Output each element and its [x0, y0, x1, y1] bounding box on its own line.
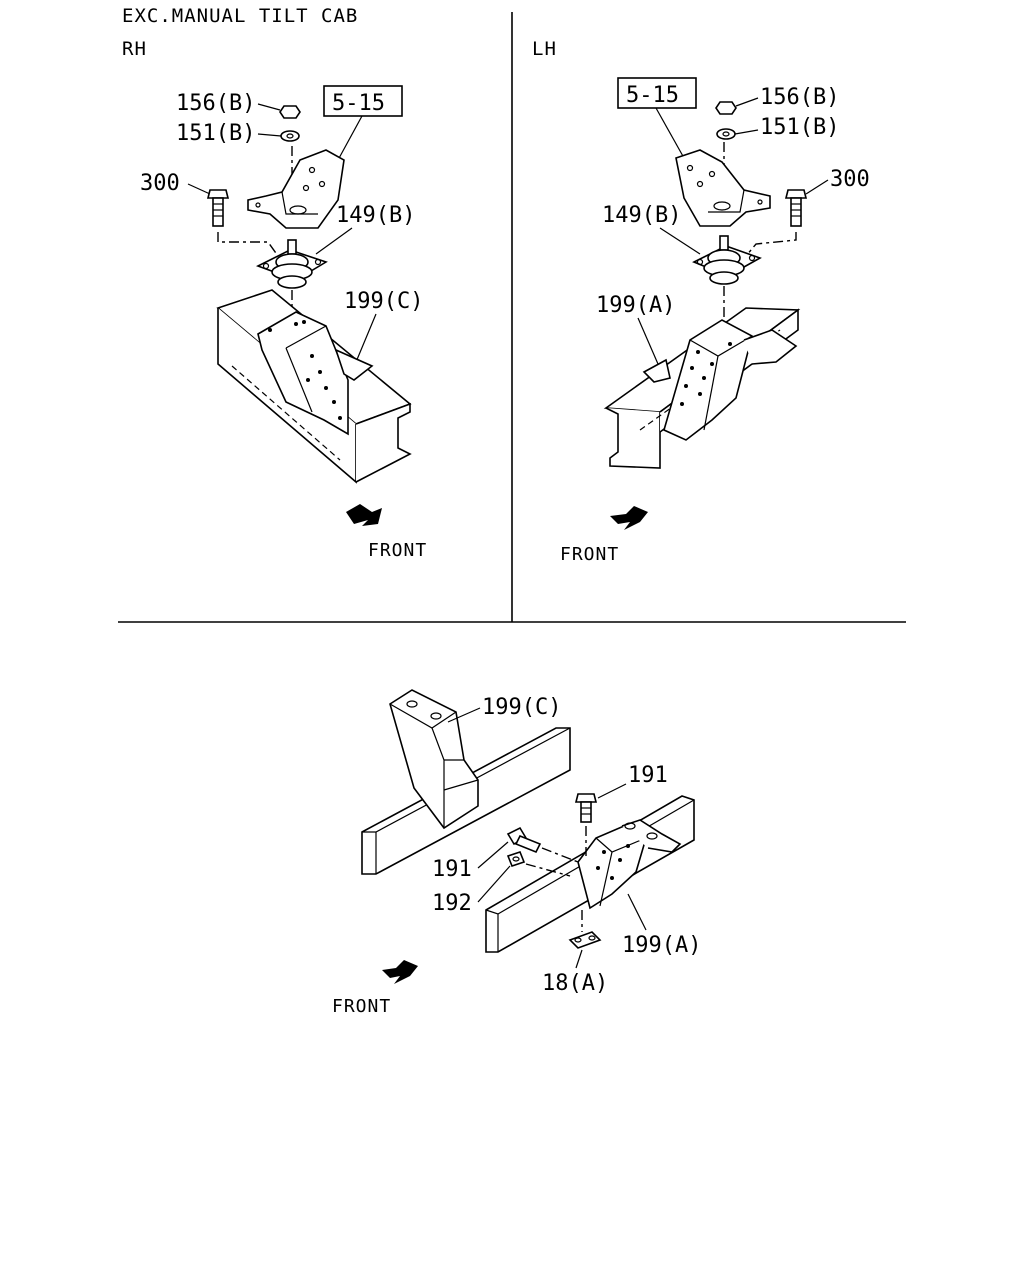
rh-front-arrow-icon — [346, 504, 382, 526]
bottom-assembly: 199(C) 199(A) 191 191 192 — [332, 689, 701, 1017]
lh-front-arrow-icon — [610, 506, 648, 530]
lh-ref-box-label: 5-15 — [626, 83, 679, 108]
lh-bolt-label: 300 — [830, 167, 870, 192]
rh-mount-label: 149(B) — [336, 203, 415, 228]
bottom-left-nut-icon[interactable] — [506, 851, 526, 867]
bottom-front-arrow-icon — [382, 960, 418, 984]
rh-nut-label: 156(B) — [176, 91, 255, 116]
rh-bolt-icon[interactable] — [206, 189, 230, 199]
rh-assembly: 5-15 156(B) 151(B) 300 149(B) — [140, 85, 427, 561]
rh-bracket-label: 199(C) — [344, 289, 423, 314]
diagram-title: EXC.MANUAL TILT CAB — [122, 5, 358, 27]
lh-upper-bracket[interactable] — [675, 149, 771, 227]
rh-washer-label: 151(B) — [176, 121, 255, 146]
lh-front-label: FRONT — [560, 544, 619, 565]
lh-label: LH — [532, 38, 557, 60]
rh-ref-box-label: 5-15 — [332, 91, 385, 116]
rh-label: RH — [122, 38, 147, 60]
rh-front-label: FRONT — [368, 540, 427, 561]
bottom-bracket-a[interactable] — [577, 825, 647, 910]
rh-upper-bracket[interactable] — [247, 149, 345, 229]
bottom-top-bolt-label: 191 — [628, 763, 668, 788]
rh-nut-icon[interactable] — [279, 105, 301, 119]
rh-bolt-label: 300 — [140, 171, 180, 196]
bottom-front-label: FRONT — [332, 996, 391, 1017]
bottom-bracket-a-label: 199(A) — [622, 933, 701, 958]
bottom-left-nut-label: 192 — [432, 891, 472, 916]
rh-washer-icon[interactable] — [280, 130, 300, 142]
lh-bolt-icon[interactable] — [784, 189, 808, 199]
bottom-bracket-c[interactable] — [389, 689, 479, 830]
lh-nut-label: 156(B) — [760, 85, 839, 110]
lh-bracket-label: 199(A) — [596, 293, 675, 318]
bottom-top-bolt-icon[interactable] — [574, 793, 598, 803]
lh-ref-box[interactable] — [617, 77, 697, 109]
lh-washer-label: 151(B) — [760, 115, 839, 140]
bottom-plate-label: 18(A) — [542, 971, 608, 996]
bottom-left-bolt-label: 191 — [432, 857, 472, 882]
lh-assembly: 5-15 156(B) 151(B) 300 149(B) — [560, 77, 870, 565]
bottom-bracket-c-label: 199(C) — [482, 695, 561, 720]
lh-washer-icon[interactable] — [716, 128, 736, 140]
rh-frame-bracket[interactable] — [257, 311, 349, 436]
lh-mount-label: 149(B) — [602, 203, 681, 228]
lh-nut-icon[interactable] — [715, 101, 737, 115]
lh-frame-bracket[interactable] — [663, 319, 753, 441]
rh-ref-box[interactable] — [323, 85, 403, 117]
